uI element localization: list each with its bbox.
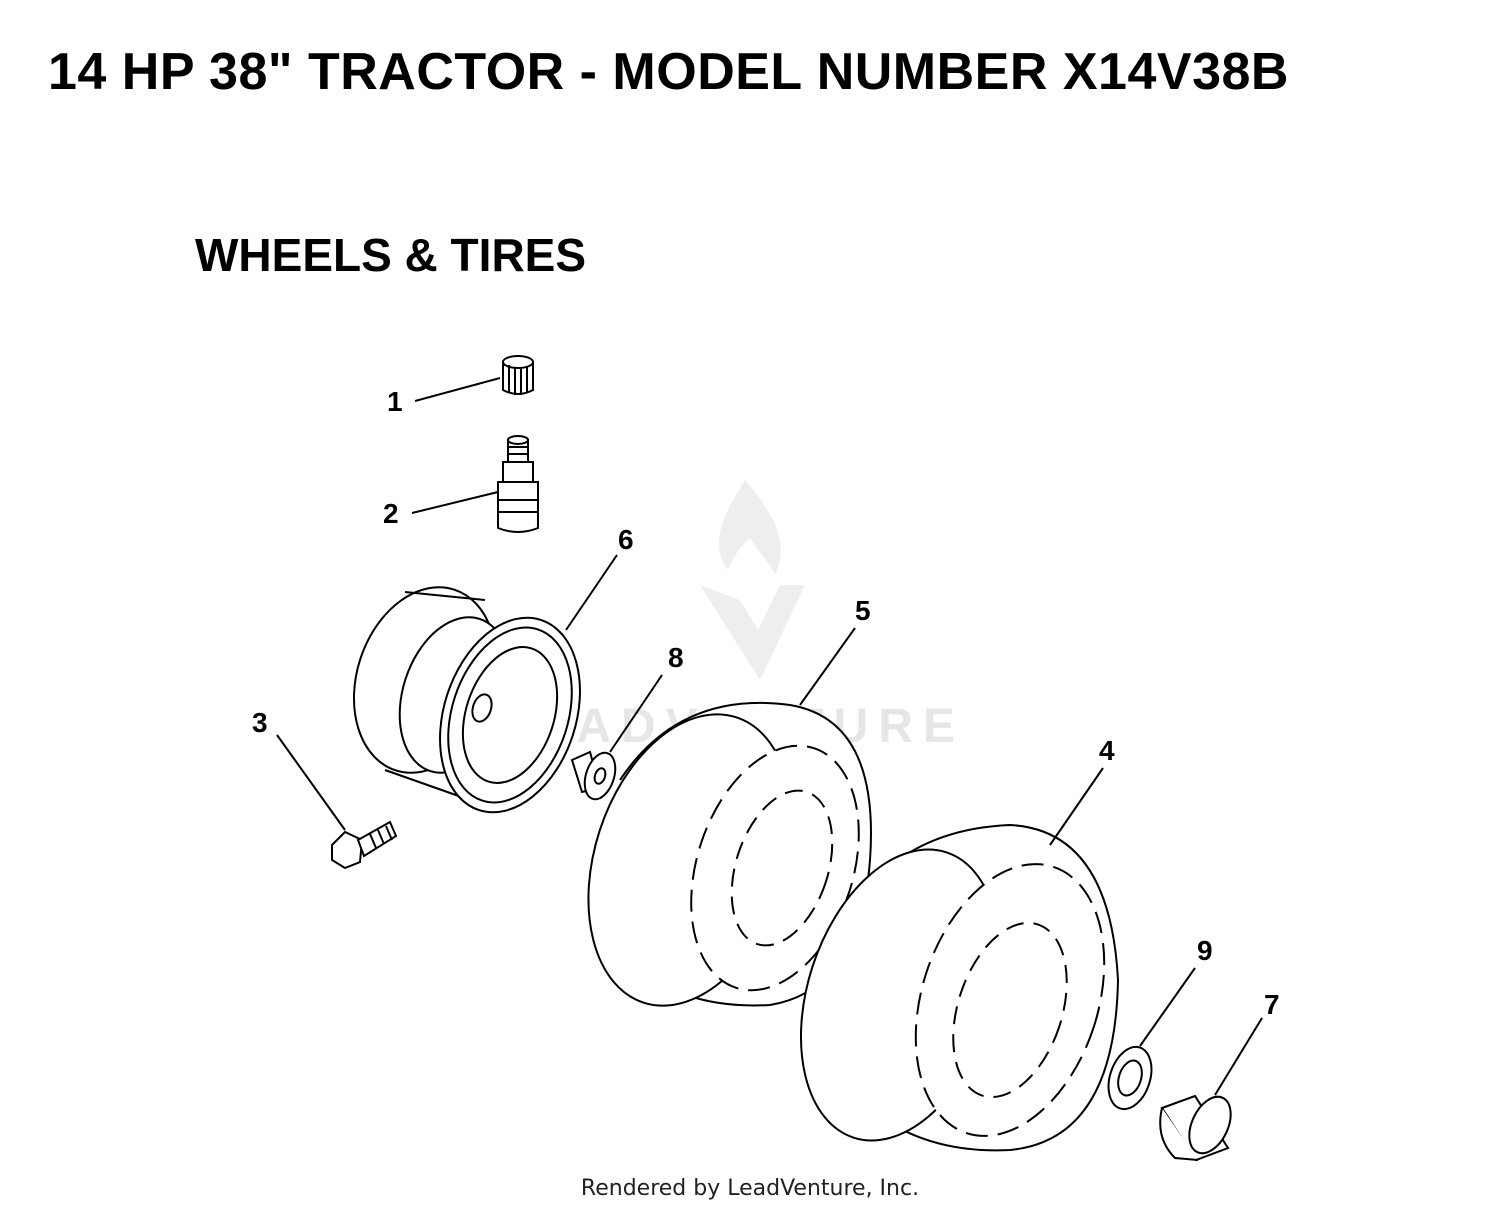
callout-4: 4: [1099, 735, 1115, 766]
section-title: WHEELS & TIRES: [195, 229, 587, 281]
callout-7: 7: [1264, 989, 1280, 1020]
leader-line-9: [1139, 967, 1196, 1047]
leader-line-6: [565, 554, 618, 631]
page-title: 14 HP 38" TRACTOR - MODEL NUMBER X14V38B: [48, 43, 1289, 101]
callout-3: 3: [252, 707, 268, 738]
leader-line-5: [799, 627, 856, 706]
callout-8: 8: [668, 642, 684, 673]
hub-cap-part: [1159, 1094, 1232, 1162]
callout-9: 9: [1197, 935, 1213, 966]
tire-rear-part: [799, 823, 1120, 1152]
leader-line-4: [1049, 767, 1104, 846]
callout-2: 2: [383, 498, 399, 529]
leader-line-8: [609, 674, 663, 753]
callout-5: 5: [855, 595, 871, 626]
leader-line-7: [1214, 1017, 1263, 1096]
callout-6: 6: [618, 524, 634, 555]
leader-line-3: [276, 734, 346, 831]
grease-fitting-part: [331, 820, 398, 870]
leader-line-2: [411, 491, 499, 514]
wheel-rim-part: [352, 586, 581, 814]
leader-line-1: [414, 377, 501, 402]
callout-1: 1: [387, 386, 403, 417]
footer-credit: Rendered by LeadVenture, Inc.: [580, 1176, 920, 1201]
valve-cap-part: [502, 355, 534, 395]
tire-front-part: [587, 701, 872, 1007]
washer-part: [1107, 1045, 1153, 1111]
valve-stem-part: [497, 435, 539, 533]
bushing-part: [570, 750, 617, 801]
